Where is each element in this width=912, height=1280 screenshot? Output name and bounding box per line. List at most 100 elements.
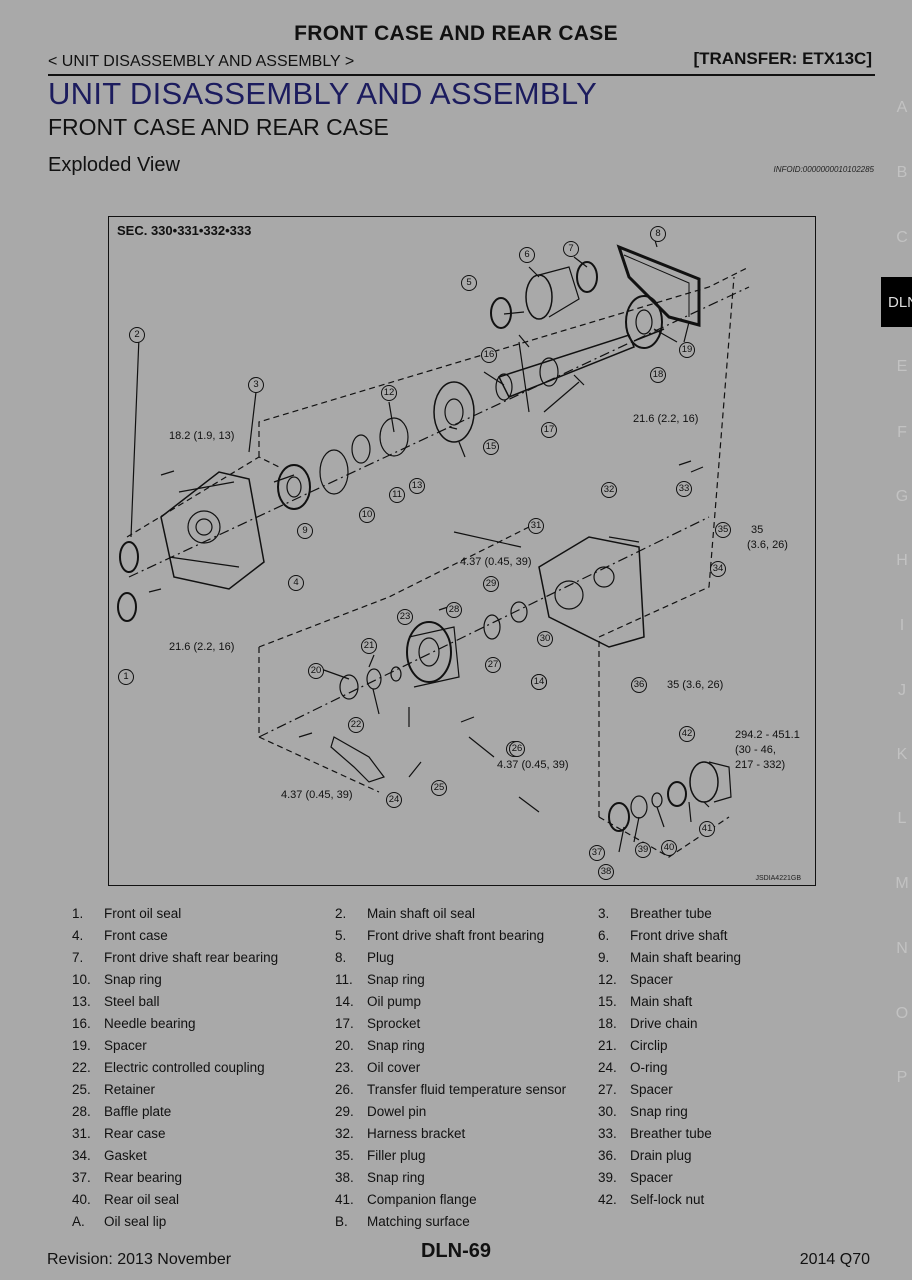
legend-item-number: 35. bbox=[335, 1148, 354, 1163]
legend-item-label: Retainer bbox=[104, 1082, 156, 1097]
legend-item: 30.Snap ring bbox=[598, 1104, 688, 1119]
part-callout-28: 28 bbox=[446, 602, 462, 618]
header-divider bbox=[48, 74, 875, 76]
index-letter-n[interactable]: N bbox=[896, 940, 908, 957]
legend-item: 35. Filler plug bbox=[335, 1148, 426, 1163]
legend-item-number: 28. bbox=[72, 1104, 91, 1119]
index-letter-p[interactable]: P bbox=[896, 1069, 908, 1086]
index-letter-o[interactable]: O bbox=[895, 1005, 909, 1022]
torque-spec-label: 35 bbox=[751, 524, 764, 536]
part-callout-12: 12 bbox=[381, 385, 397, 401]
part-callout-30: 30 bbox=[537, 631, 553, 647]
part-callout-23: 23 bbox=[397, 609, 413, 625]
part-callout-36: 36 bbox=[631, 677, 647, 693]
legend-item: 3. Breather tube bbox=[598, 906, 712, 921]
legend-item-label: Breather tube bbox=[630, 1126, 712, 1141]
legend-item-number: 42. bbox=[598, 1192, 617, 1207]
index-letter-b[interactable]: B bbox=[896, 164, 908, 181]
part-callout-8: 8 bbox=[650, 226, 666, 242]
legend-item: 17.Sprocket bbox=[335, 1016, 420, 1031]
legend-item-label: Filler plug bbox=[367, 1148, 426, 1163]
part-callout-34: 34 bbox=[710, 561, 726, 577]
legend-item-number: 20. bbox=[335, 1038, 354, 1053]
part-callout-37: 37 bbox=[589, 845, 605, 861]
part-callout-1: 1 bbox=[118, 669, 134, 685]
legend-item-number: 9. bbox=[598, 950, 610, 965]
legend-item-number: 33. bbox=[598, 1126, 617, 1141]
legend-item-number: 3. bbox=[598, 906, 610, 921]
legend-item-label: Oil cover bbox=[367, 1060, 421, 1075]
legend-item: 18.Drive chain bbox=[598, 1016, 698, 1031]
section-heading: FRONT CASE AND REAR CASE bbox=[48, 114, 389, 140]
index-letter-j[interactable]: J bbox=[898, 682, 906, 699]
index-letter-f[interactable]: F bbox=[897, 424, 907, 441]
part-callout-9: 9 bbox=[297, 523, 313, 539]
legend-item-label: Snap ring bbox=[367, 1170, 425, 1185]
legend-item: 40.Rear oil seal bbox=[72, 1192, 179, 1207]
legend-item-number: 31. bbox=[72, 1126, 91, 1141]
index-letter-a[interactable]: A bbox=[896, 99, 908, 116]
legend-item: 36.Drain plug bbox=[598, 1148, 692, 1163]
legend-item-label: Front oil seal bbox=[104, 906, 182, 921]
legend-item-label: Main shaft bbox=[630, 994, 693, 1009]
legend-item: 8.Plug bbox=[335, 950, 394, 965]
legend-item: 22.Electric controlled coupling bbox=[72, 1060, 265, 1075]
part-callout-41: 41 bbox=[699, 821, 715, 837]
legend-item-label: Front drive shaft front bearing bbox=[367, 928, 545, 943]
part-callout-42: 42 bbox=[679, 726, 695, 742]
legend-item-number: 4. bbox=[72, 928, 84, 943]
legend-item: 25. Retainer bbox=[72, 1082, 155, 1097]
legend-item-label: Breather tube bbox=[630, 906, 712, 921]
part-callout-33: 33 bbox=[676, 481, 692, 497]
part-callout-2: 2 bbox=[129, 327, 145, 343]
part-callout-22: 22 bbox=[348, 717, 364, 733]
legend-item-label: Dowel pin bbox=[367, 1104, 427, 1119]
torque-spec-label: 4.37 (0.45, 39) bbox=[497, 759, 569, 771]
index-letter-m[interactable]: M bbox=[895, 875, 909, 892]
exploded-view-diagram: SEC. 330•331•332•333 1234567891011121313… bbox=[108, 216, 816, 886]
index-letter-h[interactable]: H bbox=[896, 552, 908, 569]
legend-item-label: Rear case bbox=[104, 1126, 166, 1141]
legend-item-label: Snap ring bbox=[367, 972, 425, 987]
index-letter-g[interactable]: G bbox=[895, 488, 909, 505]
legend-item-number: 39. bbox=[598, 1170, 617, 1185]
legend-item-label: Transfer fluid temperature sensor bbox=[367, 1082, 567, 1097]
part-callout-11: 11 bbox=[389, 487, 405, 503]
legend-item: 31. Rear case bbox=[72, 1126, 166, 1141]
legend-item-number: 5. bbox=[335, 928, 347, 943]
index-letter-k[interactable]: K bbox=[896, 746, 908, 763]
legend-item-label: Drain plug bbox=[630, 1148, 692, 1163]
index-letter-l[interactable]: L bbox=[897, 810, 907, 827]
legend-item: 28.Baffle plate bbox=[72, 1104, 171, 1119]
legend-item-number: 27. bbox=[598, 1082, 617, 1097]
legend-item-number: 22. bbox=[72, 1060, 91, 1075]
index-letter-i[interactable]: I bbox=[899, 617, 905, 634]
legend-item-number: 1. bbox=[72, 906, 84, 921]
legend-item: B.Matching surface bbox=[335, 1214, 470, 1229]
legend-item-number: 21. bbox=[598, 1038, 617, 1053]
torque-spec-label: 4.37 (0.45, 39) bbox=[281, 789, 353, 801]
part-callout-24: 24 bbox=[386, 792, 402, 808]
legend-item: 4.Front case bbox=[72, 928, 168, 943]
legend-row: 22.Electric controlled coupling 23.Oil co… bbox=[72, 1060, 852, 1082]
legend-item-label: Plug bbox=[367, 950, 395, 965]
index-tab-dln-active[interactable]: DLN bbox=[881, 277, 912, 327]
legend-item-number: 17. bbox=[335, 1016, 354, 1031]
legend-item-label: Snap ring bbox=[367, 1038, 425, 1053]
legend-item: 21.Circlip bbox=[598, 1038, 668, 1053]
legend-item-number: 25. bbox=[72, 1082, 91, 1097]
part-callout-7: 7 bbox=[563, 241, 579, 257]
index-letter-e[interactable]: E bbox=[896, 358, 908, 375]
legend-item-number: 41. bbox=[335, 1192, 354, 1207]
main-heading: UNIT DISASSEMBLY AND ASSEMBLY bbox=[48, 76, 598, 111]
index-letter-c[interactable]: C bbox=[896, 229, 908, 246]
legend-item: 23.Oil cover bbox=[335, 1060, 420, 1075]
part-callout-18: 18 bbox=[650, 367, 666, 383]
